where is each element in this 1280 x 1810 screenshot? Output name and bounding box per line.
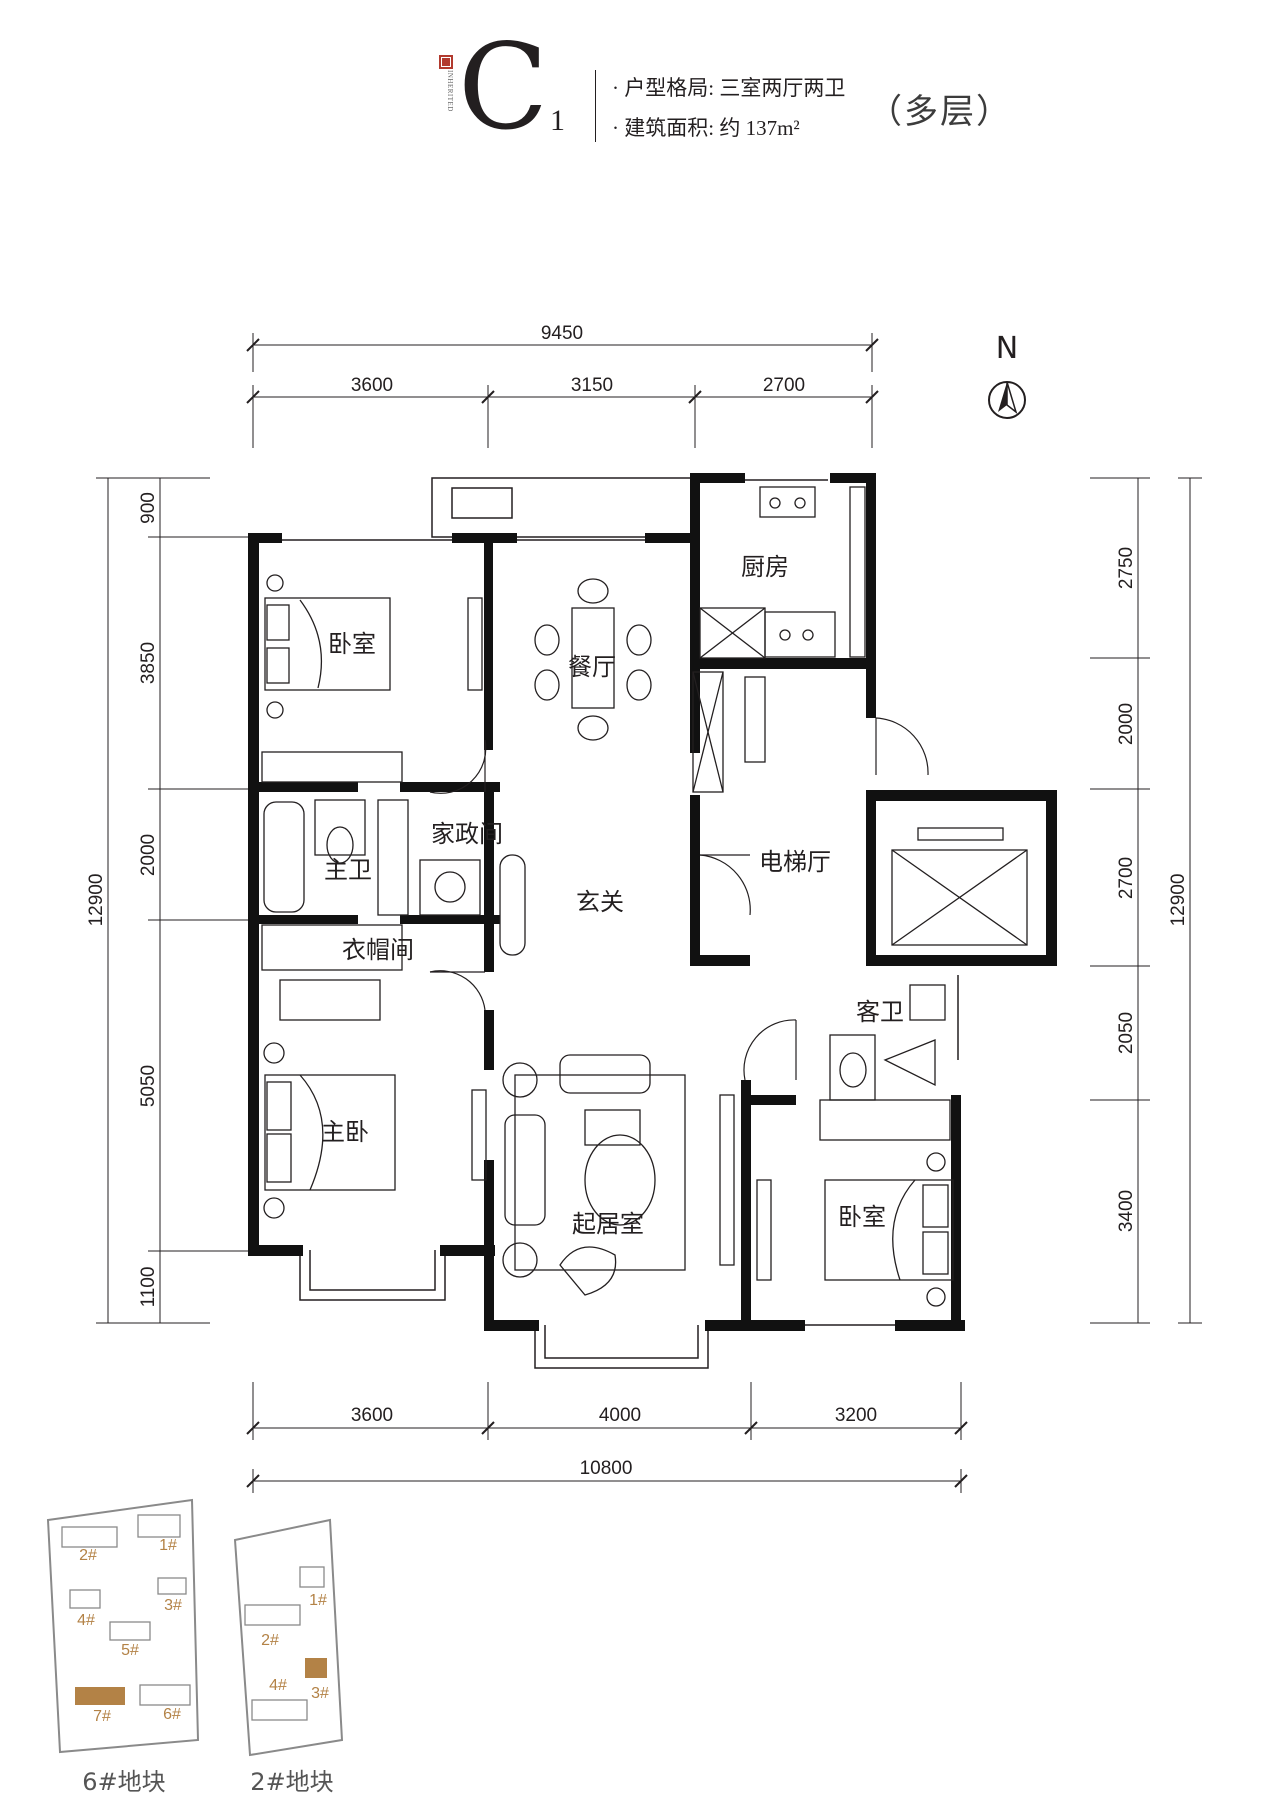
sofa-icon xyxy=(504,1114,546,1226)
building-type-tag: （多层） xyxy=(868,92,1012,132)
dining-table-icon xyxy=(571,607,615,709)
dim-top-total: 9450 xyxy=(541,323,583,344)
brand-text: INHERITED xyxy=(446,70,454,112)
unit-type-subscript: 1 xyxy=(550,104,565,137)
dim-bottom-1: 3600 xyxy=(351,1405,393,1426)
room-label-walk-in-closet: 衣帽间 xyxy=(342,936,414,964)
bed-icon xyxy=(264,597,391,691)
room-label-bedroom-nw: 卧室 xyxy=(328,630,376,658)
site2-bldg-1: 1# xyxy=(309,1592,327,1609)
site-plan-block6: 2# 1# 4# 3# 5# 7# 6# xyxy=(46,1498,200,1754)
site6-bldg-7: 7# xyxy=(93,1708,111,1725)
doors xyxy=(429,717,929,1081)
brand-logo xyxy=(439,55,453,69)
room-label-dining: 餐厅 xyxy=(568,653,616,681)
dim-right-total: 12900 xyxy=(1168,874,1189,927)
dimension-lines xyxy=(96,333,1202,1493)
room-label-bedroom-se: 卧室 xyxy=(838,1203,886,1231)
header-divider xyxy=(595,70,596,142)
dim-right-5: 3400 xyxy=(1116,1190,1137,1232)
site2-bldg-4: 4# xyxy=(269,1677,287,1694)
room-label-foyer: 玄关 xyxy=(576,888,624,916)
site6-bldg-5: 5# xyxy=(121,1642,139,1659)
dim-right-1: 2750 xyxy=(1116,547,1137,589)
site6-bldg-3: 3# xyxy=(164,1597,182,1614)
room-label-elevator-hall: 电梯厅 xyxy=(759,848,831,876)
dim-left-2: 3850 xyxy=(138,642,159,684)
brand-logo-mark xyxy=(442,58,450,66)
dim-left-5: 1100 xyxy=(138,1267,159,1308)
room-label-living-room: 起居室 xyxy=(572,1210,644,1238)
dim-left-1: 900 xyxy=(138,492,159,524)
site2-bldg-2: 2# xyxy=(261,1632,279,1649)
site6-bldg-1: 1# xyxy=(159,1537,177,1554)
site6-bldg-2: 2# xyxy=(79,1547,97,1564)
dim-top-1: 3600 xyxy=(351,375,393,396)
dim-bottom-3: 3200 xyxy=(835,1405,877,1426)
room-label-master-bath: 主卫 xyxy=(324,856,372,884)
site-block2-name: 2#地块 xyxy=(250,1768,333,1796)
site-plan-block2: 1# 2# 4# 3# xyxy=(233,1518,344,1757)
room-label-housekeeping: 家政间 xyxy=(431,820,503,848)
dim-top-2: 3150 xyxy=(571,375,613,396)
dim-right-3: 2700 xyxy=(1116,857,1137,899)
site6-bldg-4: 4# xyxy=(77,1612,95,1629)
layout-line: · 户型格局: 三室两厅两卫 xyxy=(612,76,846,100)
area-line: · 建筑面积: 约 137m² xyxy=(612,116,800,140)
dim-right-2: 2000 xyxy=(1116,703,1137,745)
dim-bottom-2: 4000 xyxy=(599,1405,641,1426)
furniture xyxy=(261,486,1028,1307)
dim-left-4: 5050 xyxy=(138,1065,159,1107)
dim-left-3: 2000 xyxy=(138,834,159,876)
dim-right-4: 2050 xyxy=(1116,1012,1137,1054)
room-label-master-bedroom: 主卧 xyxy=(321,1118,369,1146)
coffee-table-icon xyxy=(584,1134,656,1226)
unit-type-letter: C xyxy=(458,18,549,156)
site-block6-name: 6#地块 xyxy=(82,1768,165,1796)
dimension-ticks xyxy=(246,338,968,1488)
dim-bottom-total: 10800 xyxy=(580,1458,633,1479)
master-bed-icon xyxy=(264,1074,396,1191)
site2-bldg-3: 3# xyxy=(311,1685,329,1702)
north-label: N xyxy=(996,331,1018,366)
site6-bldg-6: 6# xyxy=(163,1706,181,1723)
room-label-guest-bath: 客卫 xyxy=(856,998,904,1026)
bathtub-icon xyxy=(263,801,305,913)
dim-left-total: 12900 xyxy=(86,874,107,927)
walls xyxy=(248,473,1057,1331)
bed-icon xyxy=(824,1179,954,1281)
elevator-icon xyxy=(891,849,1028,946)
north-arrow-icon xyxy=(988,381,1026,419)
room-label-kitchen: 厨房 xyxy=(741,553,789,581)
dim-top-3: 2700 xyxy=(763,375,805,396)
